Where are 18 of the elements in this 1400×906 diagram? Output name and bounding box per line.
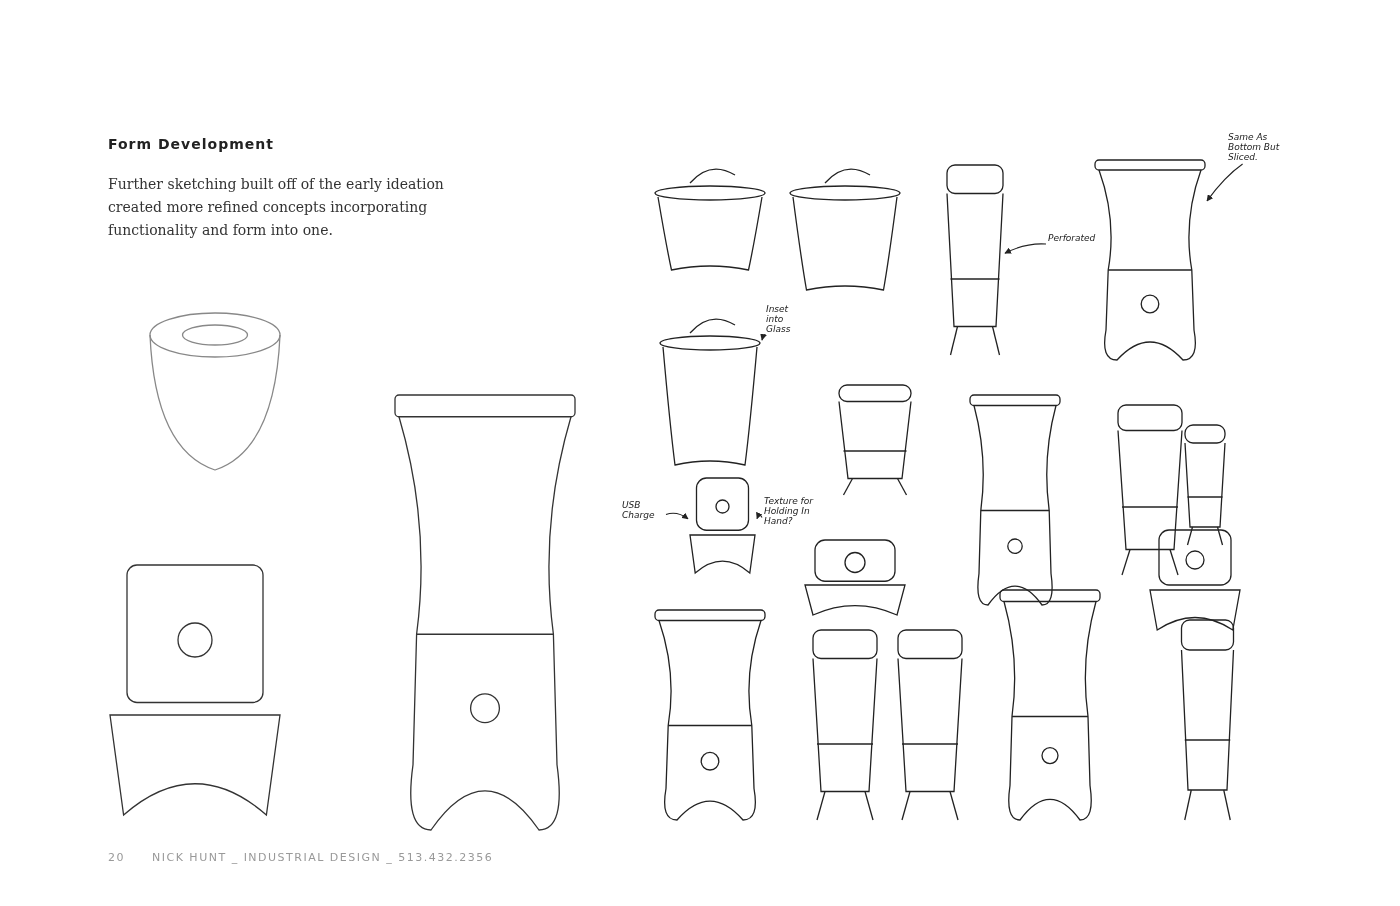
body-paragraph: Further sketching built off of the early ideation created more refined concepts incorporating functionality and form into one. xyxy=(108,175,445,240)
handwritten-note: Texture for Holding In Hand? xyxy=(764,496,826,526)
leader-line xyxy=(756,511,763,520)
handwritten-note: Perforated xyxy=(1048,233,1098,243)
handwritten-note: Inset into Glass xyxy=(766,304,800,334)
leader-line xyxy=(1004,243,1047,254)
product-sketch-drawing xyxy=(1094,159,1206,361)
handwritten-note: USB Charge xyxy=(622,500,664,520)
product-sketch-drawing xyxy=(659,318,761,466)
product-sketch-drawing xyxy=(689,477,756,574)
handwritten-note: Same As Bottom But Sliced. xyxy=(1228,132,1290,162)
leader-line xyxy=(665,512,689,520)
leader-line xyxy=(1206,163,1244,202)
product-sketch-drawing xyxy=(946,164,1004,356)
leader-line xyxy=(760,333,767,341)
page-title: Form Development xyxy=(108,136,274,152)
page-number: 20 xyxy=(108,851,125,864)
footer-text: NICK HUNT _ INDUSTRIAL DESIGN _ 513.432.2356 xyxy=(152,851,494,864)
